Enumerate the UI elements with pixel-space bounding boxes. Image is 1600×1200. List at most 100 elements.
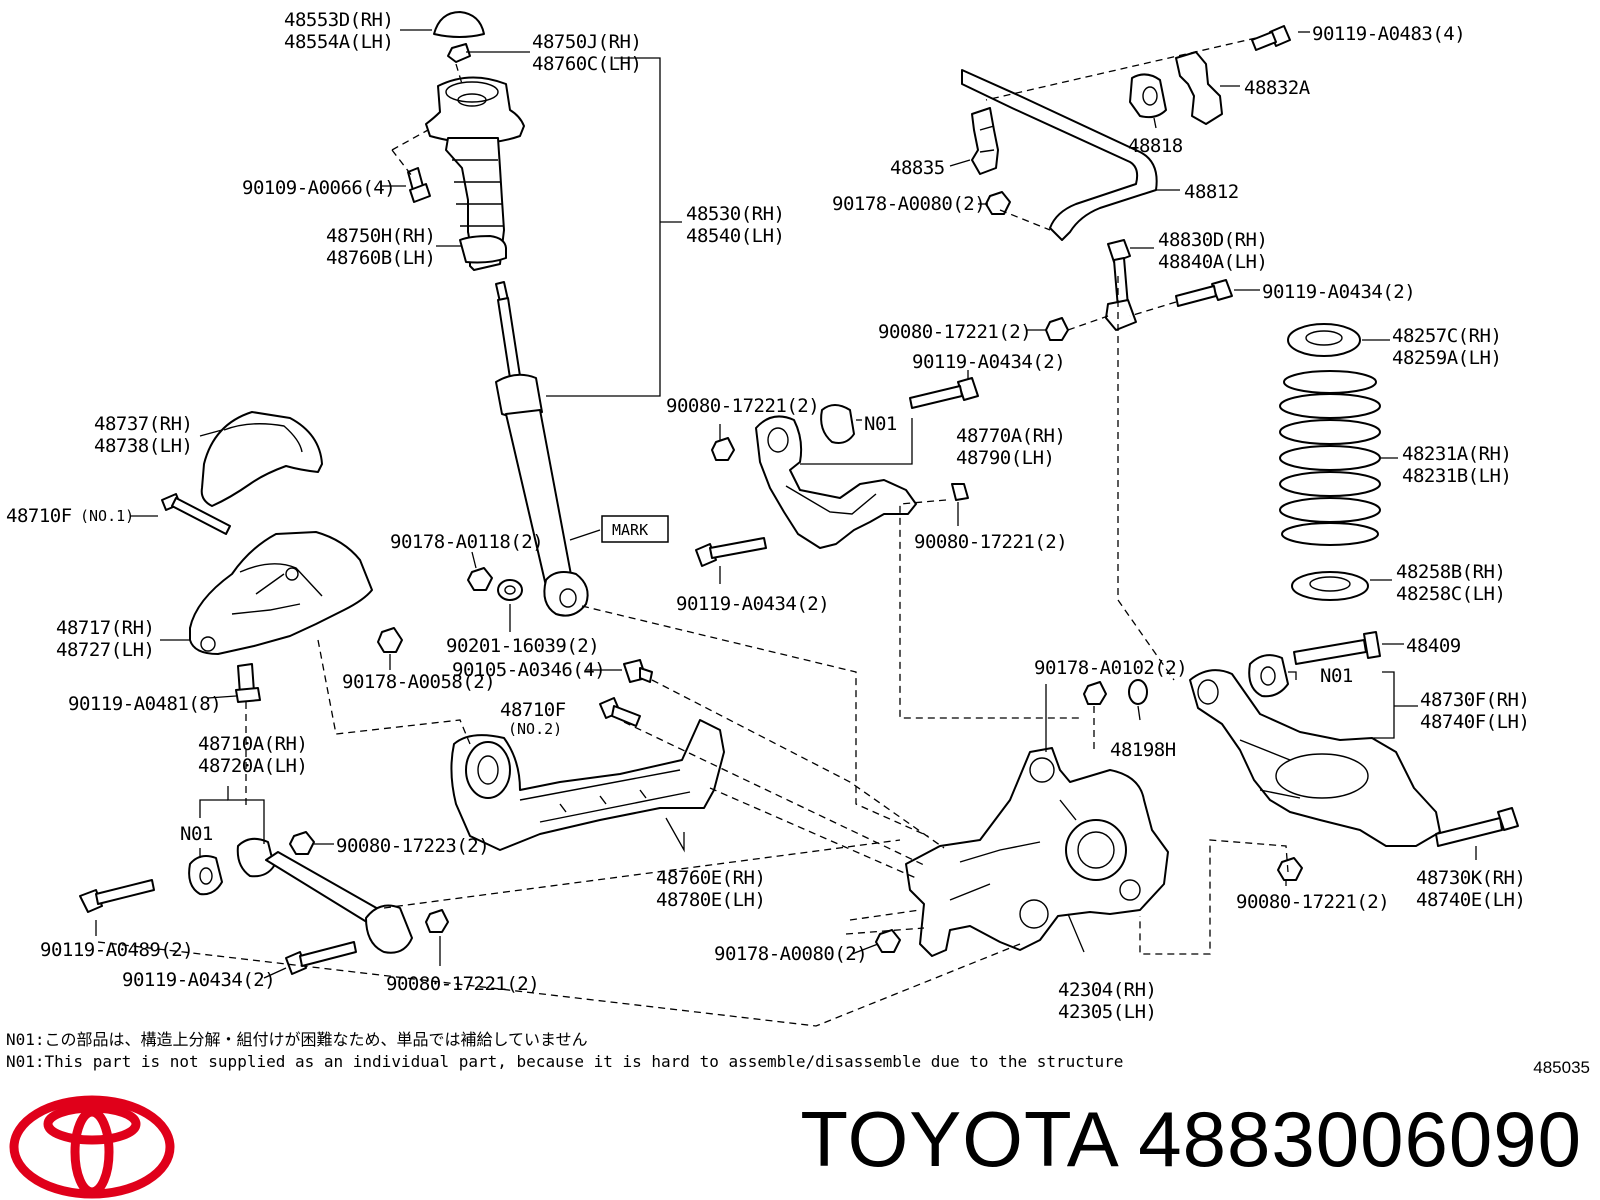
label-48737: 48737(RH): [94, 413, 192, 435]
label-90119-a0489: 90119-A0489(2): [40, 939, 193, 961]
leader-lines: [95, 29, 1477, 979]
label-90178-a0080-t: 90178-A0080(2): [832, 193, 985, 215]
label-90119-a0434-m: 90119-A0434(2): [912, 351, 1065, 373]
lower-arm-48730f: [1189, 669, 1441, 847]
label-48730k: 48730K(RH): [1416, 867, 1525, 889]
label-48750j: 48750J(RH): [532, 31, 641, 53]
bolt-90119-a0489: [79, 879, 155, 913]
label-90119-a0481: 90119-A0481(8): [68, 693, 221, 715]
label-48710f-no1-suffix: (NO.1): [80, 507, 134, 525]
link-48830d: [1105, 239, 1137, 331]
diagram-code: 485035: [1533, 1058, 1590, 1077]
cover-48737: [200, 411, 323, 507]
bracket-48832a: [1175, 51, 1223, 125]
label-48740e: 48740E(LH): [1416, 889, 1525, 911]
cap-48553d: [433, 11, 485, 38]
label-90109: 90109-A0066(4): [242, 177, 395, 199]
label-48812: 48812: [1184, 181, 1239, 203]
bolt-48730k: [1435, 807, 1519, 847]
label-90178-a0058: 90178-A0058(2): [342, 671, 495, 693]
nut-90178-a0102: [1083, 681, 1107, 705]
label-48710a: 48710A(RH): [198, 733, 307, 755]
label-48710f-no1: 48710F: [6, 505, 72, 527]
bolt-48409: [1293, 631, 1381, 665]
label-90080-17221-bl: 90080-17221(2): [386, 973, 539, 995]
bolt-48710f-no2: [599, 697, 641, 727]
label-48780e: 48780E(LH): [656, 889, 765, 911]
knuckle-42304: [905, 747, 1169, 957]
label-48540: 48540(LH): [686, 225, 784, 247]
label-48231a: 48231A(RH): [1402, 443, 1511, 465]
mark-box: [601, 515, 669, 543]
label-90119-a0434-m2: 90119-A0434(2): [676, 593, 829, 615]
bolt-90119-a0481: [235, 663, 261, 703]
label-mark: MARK: [612, 521, 648, 539]
nut-90178-a0058: [377, 627, 403, 653]
label-90105: 90105-A0346(4): [452, 659, 605, 681]
label-90080-17221-r: 90080-17221(2): [878, 321, 1031, 343]
bolt-90119-a0483: [1251, 25, 1291, 51]
label-90080-17221-m: 90080-17221(2): [666, 395, 819, 417]
nut-90080-17221-br: [1277, 857, 1303, 881]
label-48231b: 48231B(LH): [1402, 465, 1511, 487]
washer-48198h: [1128, 679, 1148, 705]
label-48258c: 48258C(LH): [1396, 583, 1505, 605]
label-48257c: 48257C(RH): [1392, 325, 1501, 347]
assembly-dashed-lines: [97, 37, 1289, 1027]
part-labels: 48553D(RH) 48554A(LH) 48750J(RH) 48760C(…: [6, 9, 1530, 1023]
label-90178-a0102: 90178-A0102(2): [1034, 657, 1187, 679]
nut-90080-17221-m: [711, 437, 735, 461]
label-48740f: 48740F(LH): [1420, 711, 1529, 733]
label-48760b: 48760B(LH): [326, 247, 435, 269]
upper-arm-48770a: [755, 415, 917, 549]
label-90119-a0434-r: 90119-A0434(2): [1262, 281, 1415, 303]
label-48553d: 48553D(RH): [284, 9, 393, 31]
label-90178-a0080-b: 90178-A0080(2): [714, 943, 867, 965]
label-48770a: 48770A(RH): [956, 425, 1065, 447]
bolt-90119-a0434-m: [909, 377, 979, 409]
label-48818: 48818: [1128, 135, 1183, 157]
bushing-n01-mid: [820, 404, 855, 444]
upper-support-48750j: [425, 76, 525, 144]
bushing-n01-left: [188, 855, 223, 896]
bushing-48818: [1129, 73, 1167, 119]
label-n01-left: N01: [180, 823, 213, 845]
bolt-90109: [407, 167, 431, 203]
label-48717: 48717(RH): [56, 617, 154, 639]
label-90080-17221-m2: 90080-17221(2): [914, 531, 1067, 553]
label-48730f: 48730F(RH): [1420, 689, 1529, 711]
label-n01-mid: N01: [864, 413, 897, 435]
nut-90080-17223: [289, 831, 315, 855]
label-48750h: 48750H(RH): [326, 225, 435, 247]
bumper-48750h: [445, 137, 507, 271]
rod-48710a: [236, 837, 413, 954]
label-48710f-no2: 48710F: [500, 699, 566, 721]
label-90201: 90201-16039(2): [446, 635, 599, 657]
label-48760c: 48760C(LH): [532, 53, 641, 75]
washer-90201: [497, 579, 523, 601]
label-48530: 48530(RH): [686, 203, 784, 225]
label-48830d: 48830D(RH): [1158, 229, 1267, 251]
label-48554a: 48554A(LH): [284, 31, 393, 53]
insulator-48258b: [1291, 571, 1369, 601]
bolt-90119-a0434-r: [1175, 279, 1233, 307]
label-90080-17221-br: 90080-17221(2): [1236, 891, 1389, 913]
nut-90178-a0080-b: [875, 929, 901, 953]
bushing-n01-right: [1248, 654, 1289, 698]
label-48727: 48727(LH): [56, 639, 154, 661]
label-90119-a0483: 90119-A0483(4): [1312, 23, 1465, 45]
label-48259a: 48259A(LH): [1392, 347, 1501, 369]
label-42304: 42304(RH): [1058, 979, 1156, 1001]
label-48835: 48835: [890, 157, 945, 179]
label-48258b: 48258B(RH): [1396, 561, 1505, 583]
coil-spring-48231a: [1279, 370, 1381, 546]
insulator-48257c: [1287, 323, 1361, 357]
stabilizer-bar-48812: [961, 69, 1158, 241]
label-42305: 42305(LH): [1058, 1001, 1156, 1023]
label-90178-a0118: 90178-A0118(2): [390, 531, 543, 553]
part-title: TOYOTA 4883006090: [800, 1095, 1582, 1183]
nut-48750j: [447, 43, 471, 63]
nut-90080-17221-r: [1045, 317, 1069, 341]
label-48738: 48738(LH): [94, 435, 192, 457]
toyota-logo-icon: [9, 1095, 175, 1199]
